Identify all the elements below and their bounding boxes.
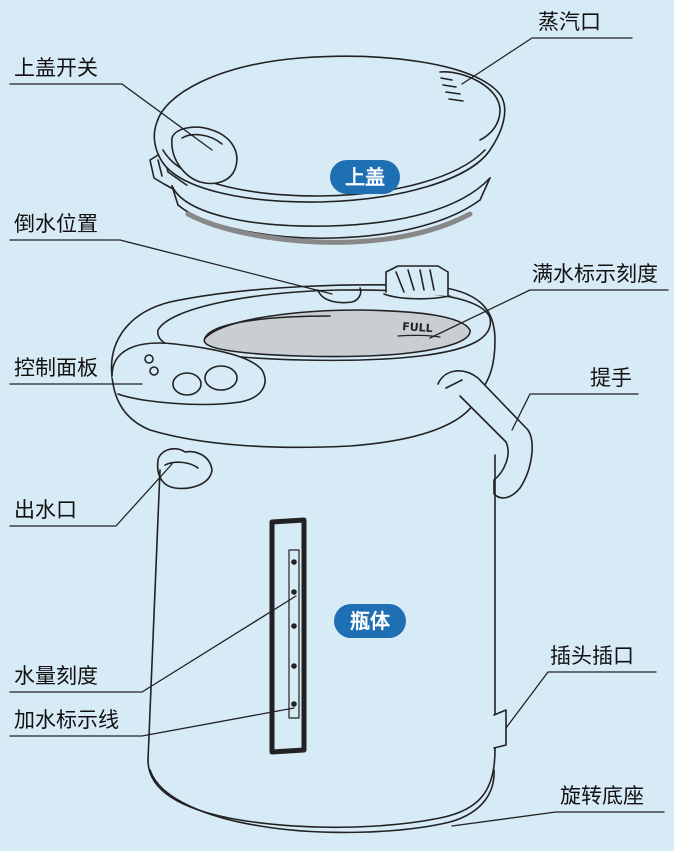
label-plug-socket: 插头插口 — [550, 644, 634, 668]
label-steam-vent: 蒸汽口 — [538, 10, 601, 34]
label-fill-line: 加水标示线 — [14, 708, 119, 732]
handle-drawing — [437, 370, 533, 499]
full-mark-text: FULL — [402, 320, 433, 335]
gauge-window-drawing — [269, 517, 307, 755]
body-badge-shape — [334, 604, 406, 638]
label-full-mark: 满水标示刻度 — [532, 262, 658, 286]
lid-badge-shape — [330, 160, 400, 194]
spout-drawing — [156, 448, 213, 490]
body-drawing — [147, 454, 507, 834]
body-top-drawing — [110, 265, 496, 449]
label-control-panel: 控制面板 — [14, 356, 98, 380]
label-pour-position: 倒水位置 — [14, 212, 98, 236]
label-handle: 提手 — [590, 366, 632, 390]
label-rotating-base: 旋转底座 — [560, 784, 644, 808]
label-lid-switch: 上盖开关 — [14, 56, 98, 80]
body-badge: 瓶体 — [350, 609, 390, 633]
label-spout: 出水口 — [14, 498, 77, 522]
lid-badge: 上盖 — [345, 165, 385, 189]
label-water-gauge: 水量刻度 — [14, 664, 98, 688]
lid-drawing — [149, 55, 506, 245]
leader-lines — [9, 37, 669, 827]
